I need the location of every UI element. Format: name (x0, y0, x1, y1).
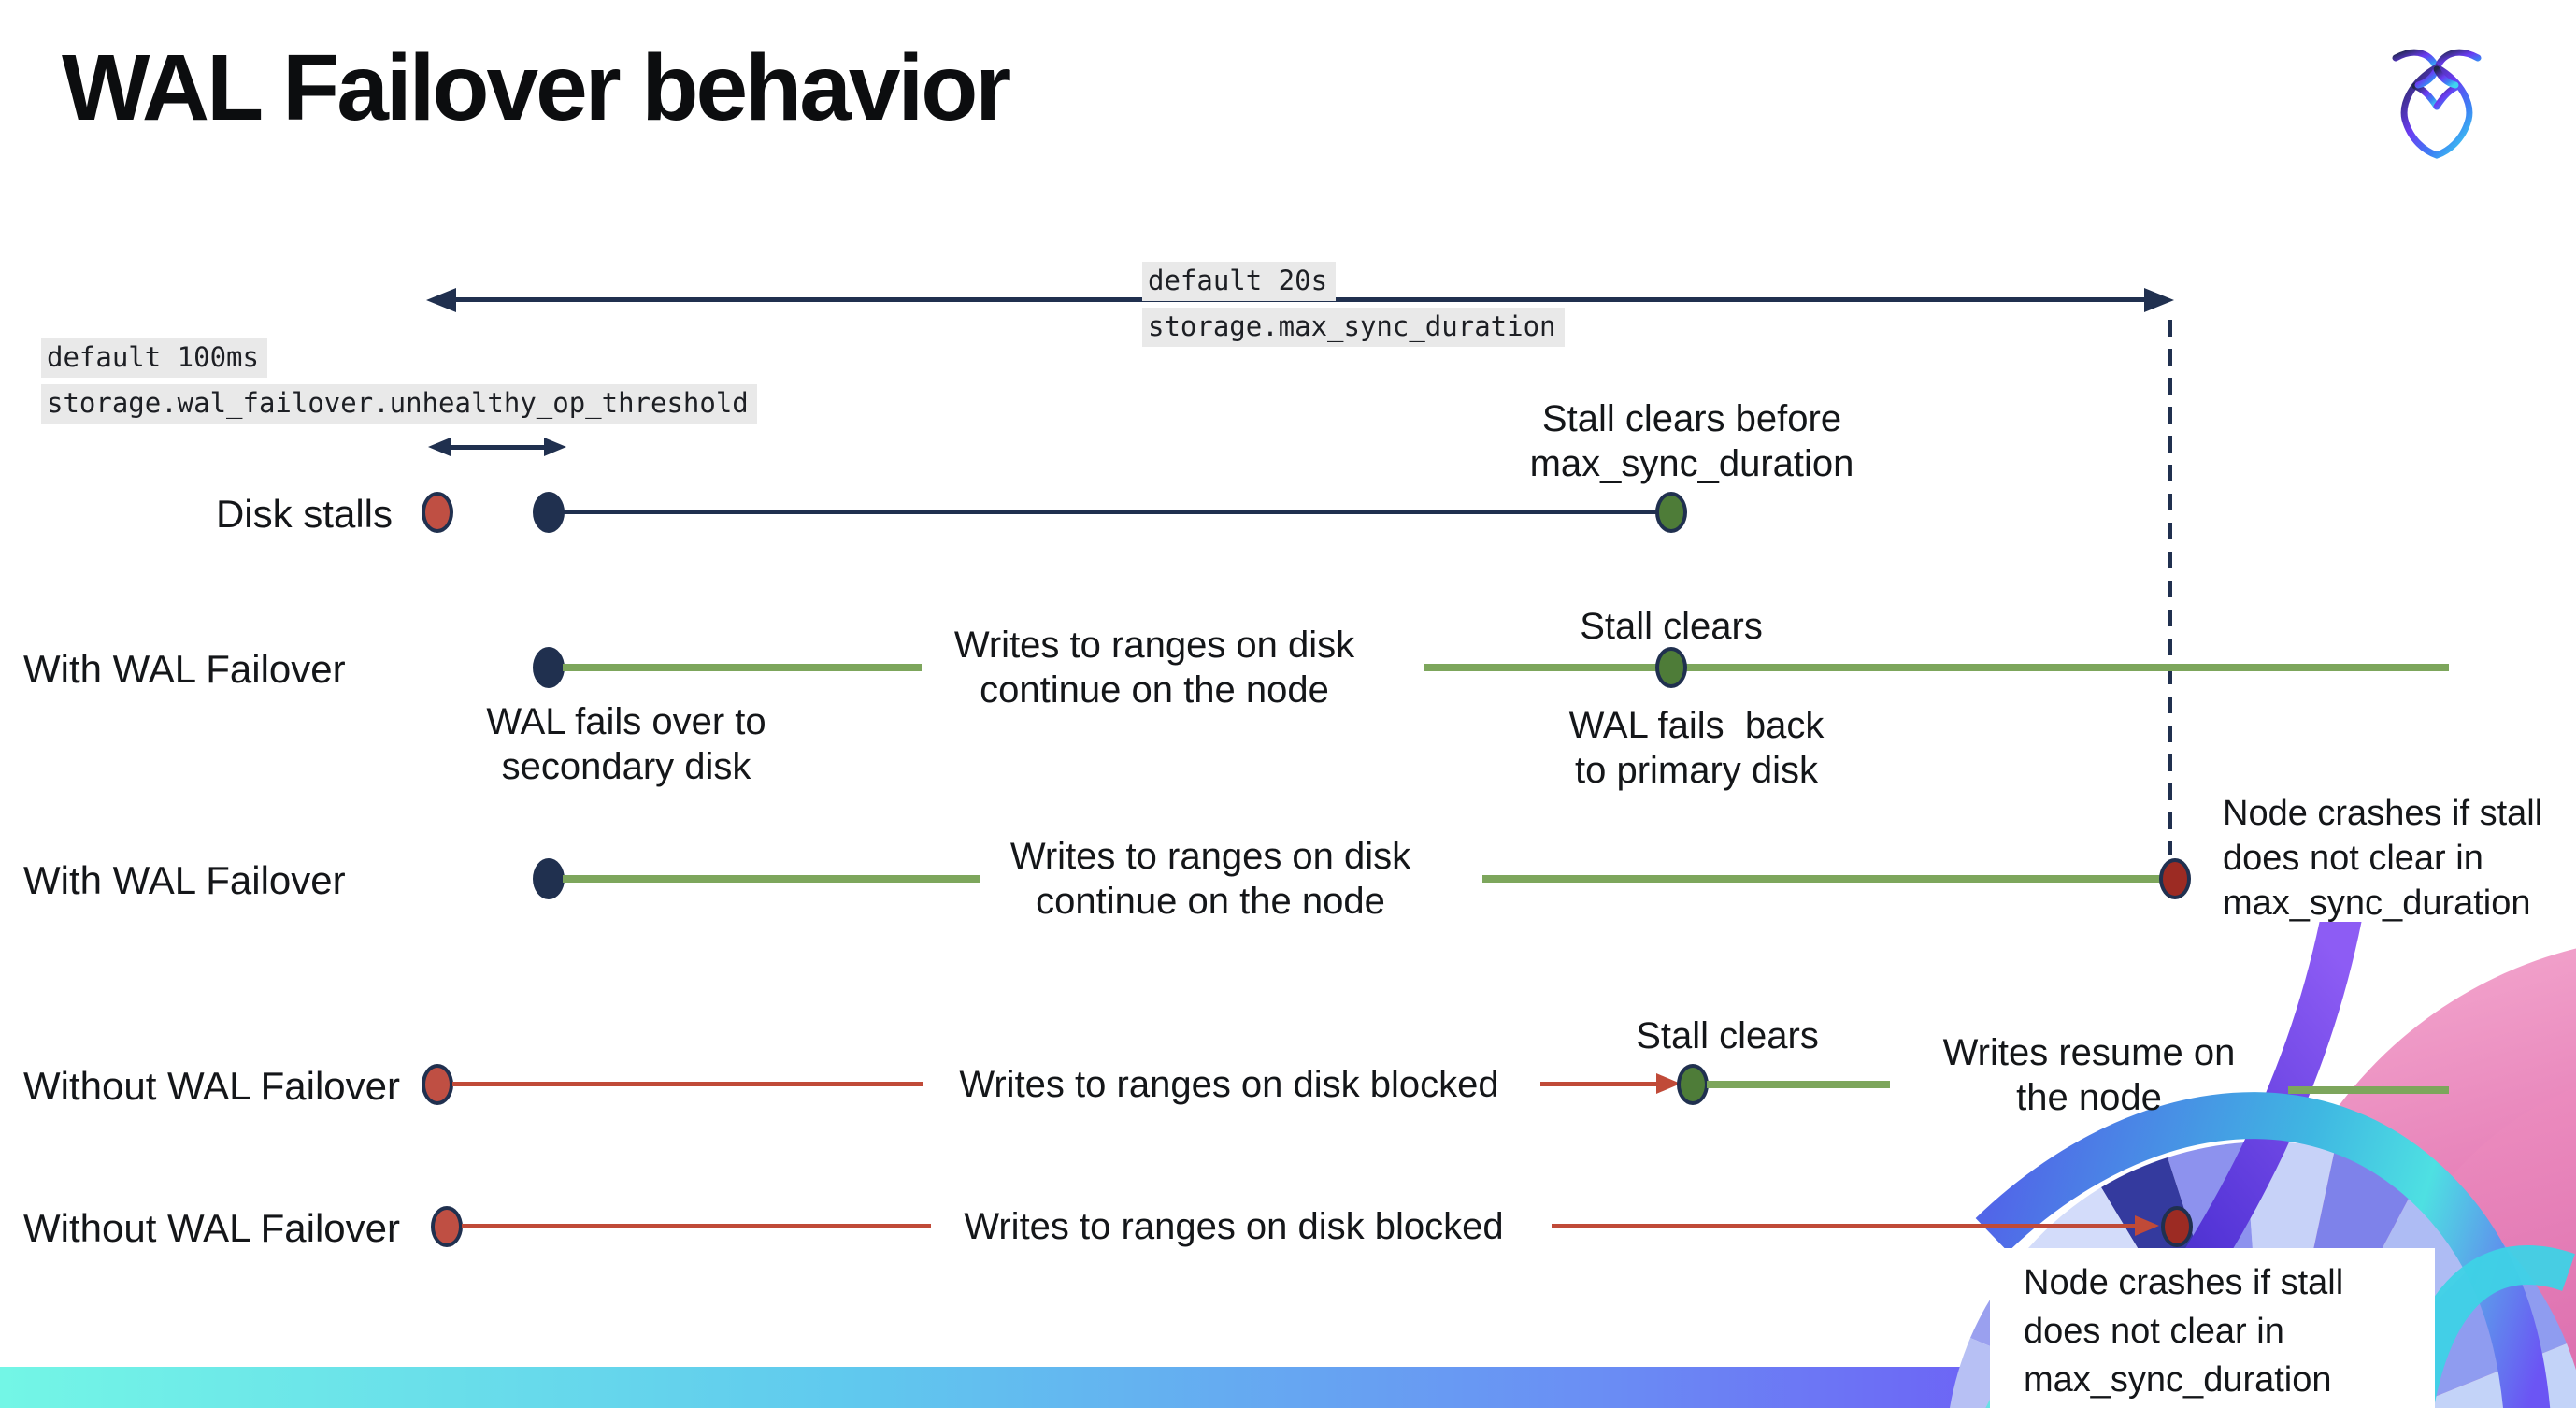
row1-disk-stall-dot (422, 492, 453, 533)
annotation-stall-clears-before: Stall clears before max_sync_duration (1529, 398, 1854, 484)
annotation-writes-blocked-1: Writes to ranges on disk blocked (959, 1064, 1499, 1105)
annotation-stall-clears-1: Stall clears (1580, 606, 1763, 647)
max-sync-arrowhead-left-icon (426, 288, 456, 312)
setting-threshold-default: default 100ms (41, 338, 267, 378)
row3-node-crash-dot (2159, 858, 2191, 899)
setting-max-sync-name: storage.max_sync_duration (1142, 308, 1565, 347)
row2-stall-clears-dot (1655, 647, 1687, 688)
annotation-writes-continue-2: Writes to ranges on disk continue on the… (1009, 836, 1411, 922)
row3-green-line-a (563, 875, 980, 883)
row4-blocked-arrowhead-icon (1656, 1073, 1681, 1094)
annotation-writes-continue-1: Writes to ranges on disk continue on the… (953, 625, 1355, 711)
max-sync-deadline-dashed-line (2168, 320, 2172, 855)
setting-unhealthy-op-threshold: default 100ms storage.wal_failover.unhea… (41, 338, 757, 424)
row5-blocked-arrowhead-icon (2135, 1215, 2159, 1236)
max-sync-arrowhead-right-icon (2144, 288, 2174, 312)
row-label-with-wal-failover-2: With WAL Failover (23, 858, 346, 902)
setting-max-sync-default: default 20s (1142, 262, 1337, 301)
row4-stall-clears-dot (1677, 1064, 1709, 1105)
row1-stall-clears-dot (1655, 492, 1687, 533)
threshold-arrow-line (447, 445, 548, 450)
art-blue-teal-arch (1975, 1092, 2551, 1408)
row5-disk-stall-dot (431, 1206, 463, 1247)
row-label-with-wal-failover-1: With WAL Failover (23, 647, 346, 691)
row5-node-crash-dot (2161, 1206, 2193, 1247)
cockroachdb-logo-icon (2392, 49, 2482, 159)
row5-blocked-line (462, 1224, 931, 1228)
setting-max-sync-duration: default 20s storage.max_sync_duration (1142, 262, 1565, 347)
row1-timeline (561, 510, 1664, 514)
row4-blocked-line (452, 1082, 923, 1086)
row-label-disk-stalls: Disk stalls (215, 492, 393, 536)
node-crashes-callout-box (1990, 1248, 2435, 1408)
threshold-arrowhead-left-icon (428, 438, 451, 456)
annotation-writes-resume: Writes resume on the node (1942, 1032, 2236, 1118)
row5-blocked-arrow-line (1552, 1224, 2139, 1228)
annotation-stall-clears-2: Stall clears (1636, 1015, 1819, 1056)
setting-threshold-name: storage.wal_failover.unhealthy_op_thresh… (41, 384, 757, 424)
row-label-without-wal-failover-2: Without WAL Failover (23, 1206, 400, 1250)
row2-green-line-a (563, 664, 922, 671)
row3-green-line-b (1482, 875, 2161, 883)
page-title: WAL Failover behavior (62, 36, 1011, 140)
annotation-wal-fails-back: WAL fails back to primary disk (1568, 705, 1825, 791)
annotation-wal-fails-over: WAL fails over to secondary disk (486, 701, 766, 787)
threshold-arrowhead-right-icon (544, 438, 566, 456)
row3-failover-dot (533, 858, 565, 899)
row2-green-line-b (1424, 664, 2449, 671)
row-label-without-wal-failover-1: Without WAL Failover (23, 1064, 400, 1108)
row4-blocked-arrow-line (1540, 1082, 1662, 1086)
row4-green-line-b (2288, 1086, 2449, 1094)
row1-failover-threshold-dot (533, 492, 565, 533)
row4-green-line-a (1707, 1081, 1890, 1088)
annotation-node-crashes-2: Node crashes if stall does not clear in … (2024, 1263, 2344, 1400)
annotation-writes-blocked-2: Writes to ranges on disk blocked (964, 1206, 1504, 1247)
row2-failover-dot (533, 647, 565, 688)
row4-disk-stall-dot (422, 1064, 453, 1105)
annotation-node-crashes-1: Node crashes if stall does not clear in … (2223, 794, 2543, 923)
